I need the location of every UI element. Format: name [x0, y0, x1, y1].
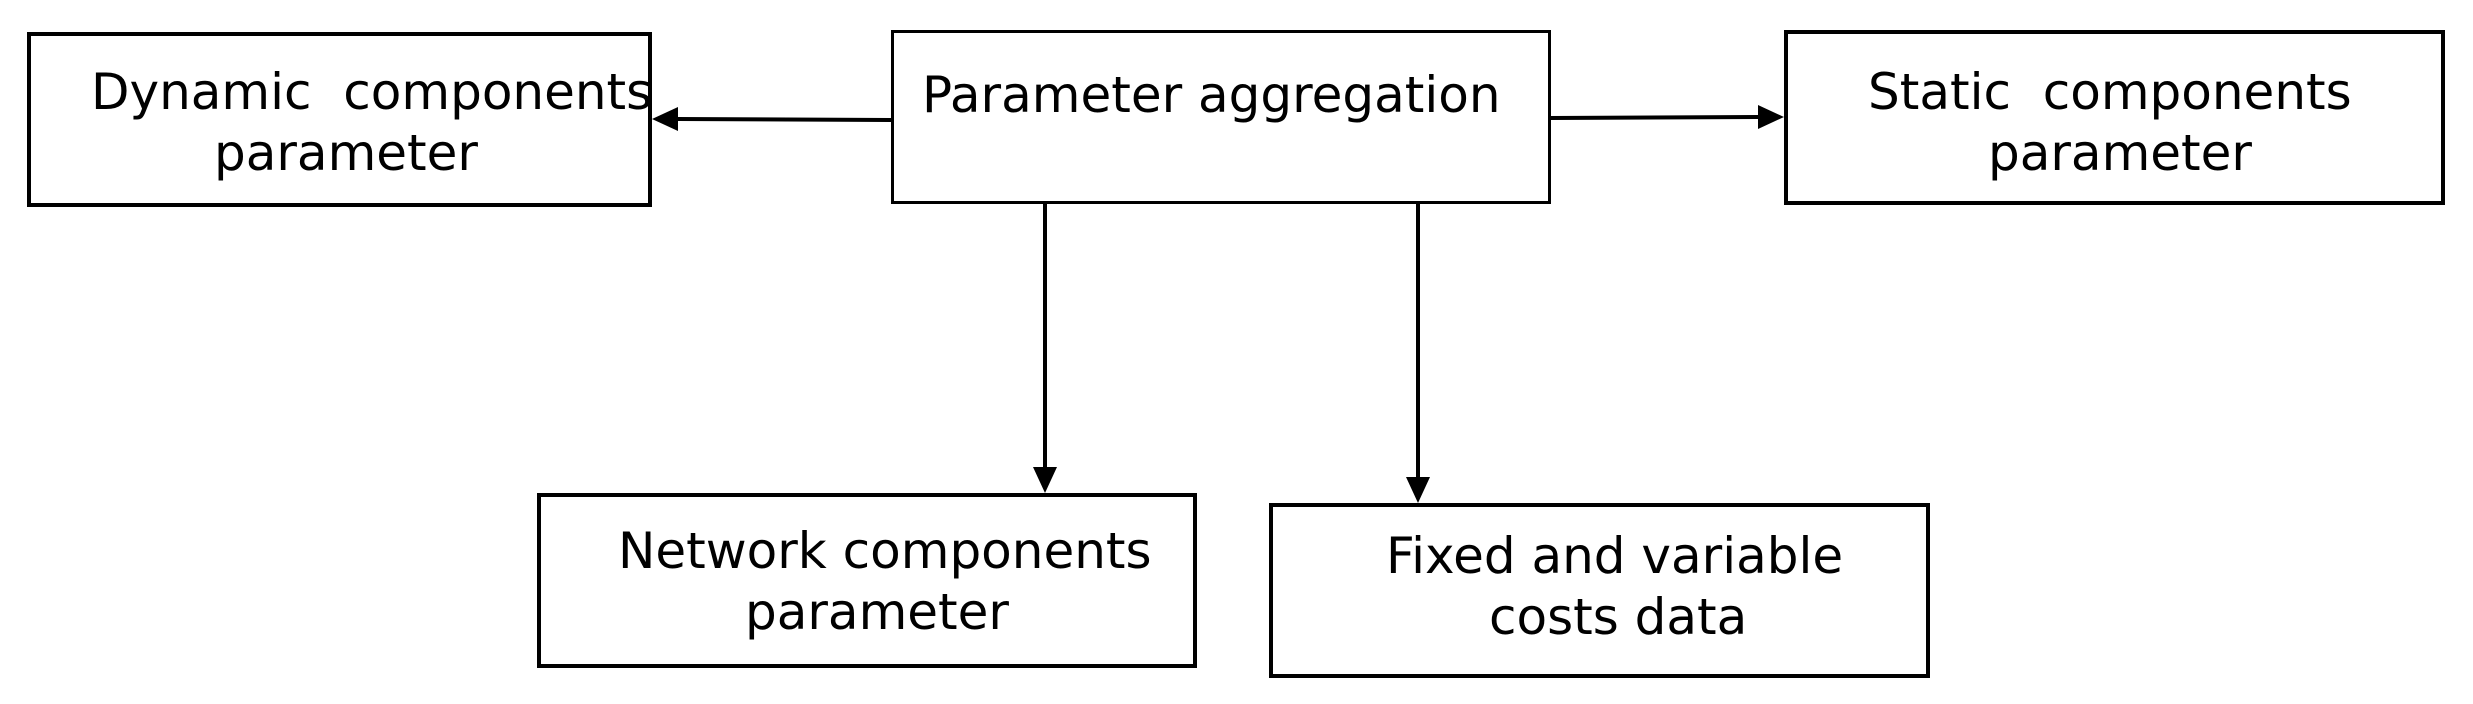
arrow-costs-head — [1406, 477, 1430, 503]
arrow-dynamic-head — [652, 107, 678, 131]
dynamic-components-label-line-2: parameter — [214, 124, 478, 182]
static-components-label-line-1: Static components — [1868, 63, 2352, 121]
dynamic-components-label-line-1: Dynamic components — [91, 63, 653, 121]
network-components-box: Network components parameter — [537, 493, 1197, 668]
network-components-label-line-2: parameter — [745, 583, 1009, 641]
dynamic-components-box: Dynamic components parameter — [27, 32, 652, 207]
arrow-static-head — [1758, 105, 1784, 129]
fixed-variable-costs-label-line-2: costs data — [1489, 588, 1748, 646]
static-components-box: Static components parameter — [1784, 30, 2445, 205]
arrow-dynamic-line — [677, 117, 892, 122]
fixed-variable-costs-label-line-1: Fixed and variable — [1386, 527, 1844, 585]
network-components-label-line-1: Network components — [618, 522, 1152, 580]
fixed-variable-costs-box: Fixed and variable costs data — [1269, 503, 1930, 678]
arrow-network-head — [1033, 467, 1057, 493]
static-components-label-line-2: parameter — [1988, 124, 2252, 182]
arrow-static-line — [1550, 115, 1759, 120]
parameter-aggregation-label: Parameter aggregation — [922, 66, 1501, 124]
parameter-aggregation-box: Parameter aggregation — [891, 30, 1551, 204]
